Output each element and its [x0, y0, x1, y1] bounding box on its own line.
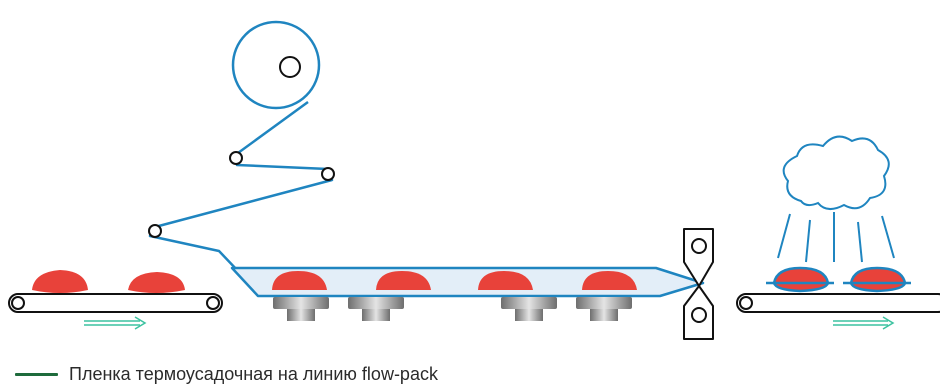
- tunnel-products: [272, 271, 637, 290]
- sealing-roller: [576, 297, 632, 321]
- infeed-products: [32, 270, 185, 293]
- product-item: [272, 271, 327, 290]
- product-item: [772, 266, 830, 293]
- outfeed-conveyor: [736, 293, 940, 313]
- packaged-products: [766, 266, 911, 293]
- legend-swatch: [15, 372, 58, 376]
- sealing-roller: [273, 297, 329, 321]
- infeed-direction-arrow: [84, 316, 147, 330]
- product-item: [849, 266, 907, 293]
- outfeed-direction-arrow: [833, 316, 895, 330]
- sealing-roller: [501, 297, 557, 321]
- film-roll: [231, 20, 321, 110]
- heat-rays: [777, 212, 895, 263]
- film-web: [148, 100, 334, 272]
- product-item: [128, 272, 185, 293]
- guide-roller: [148, 224, 162, 238]
- infeed-conveyor: [8, 293, 223, 313]
- product-item: [582, 271, 637, 290]
- product-item: [376, 271, 431, 290]
- legend: Пленка термоусадочная на линию flow-pack: [15, 364, 438, 384]
- heat-cloud-icon: [782, 135, 890, 210]
- product-item: [478, 271, 533, 290]
- guide-rollers: [148, 151, 335, 238]
- sealing-roller: [348, 297, 404, 321]
- guide-roller: [229, 151, 243, 165]
- guide-roller: [321, 167, 335, 181]
- product-item: [32, 270, 88, 293]
- sealing-rollers: [273, 297, 632, 321]
- legend-label: Пленка термоусадочная на линию flow-pack: [69, 363, 438, 384]
- cross-seal-jaws: [683, 228, 714, 340]
